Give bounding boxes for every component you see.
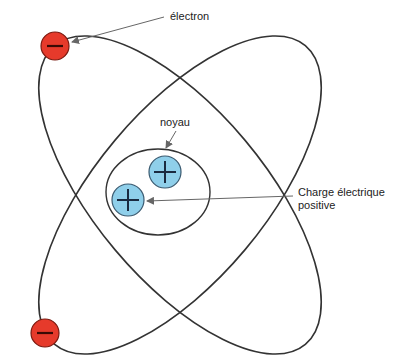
proton-symbol [112, 184, 144, 216]
electron-symbol [31, 319, 59, 347]
leader-line [72, 17, 164, 42]
orbit [0, 0, 370, 360]
callout-label: noyau [160, 116, 220, 129]
nucleus-outline [106, 149, 210, 235]
orbit [0, 0, 370, 360]
callout-label: électron [170, 10, 250, 23]
leader-line [147, 196, 293, 201]
leader-line [166, 131, 176, 148]
proton-symbol [149, 156, 181, 188]
electron-symbol [41, 32, 69, 60]
callout-label: Charge électrique positive [298, 186, 410, 212]
